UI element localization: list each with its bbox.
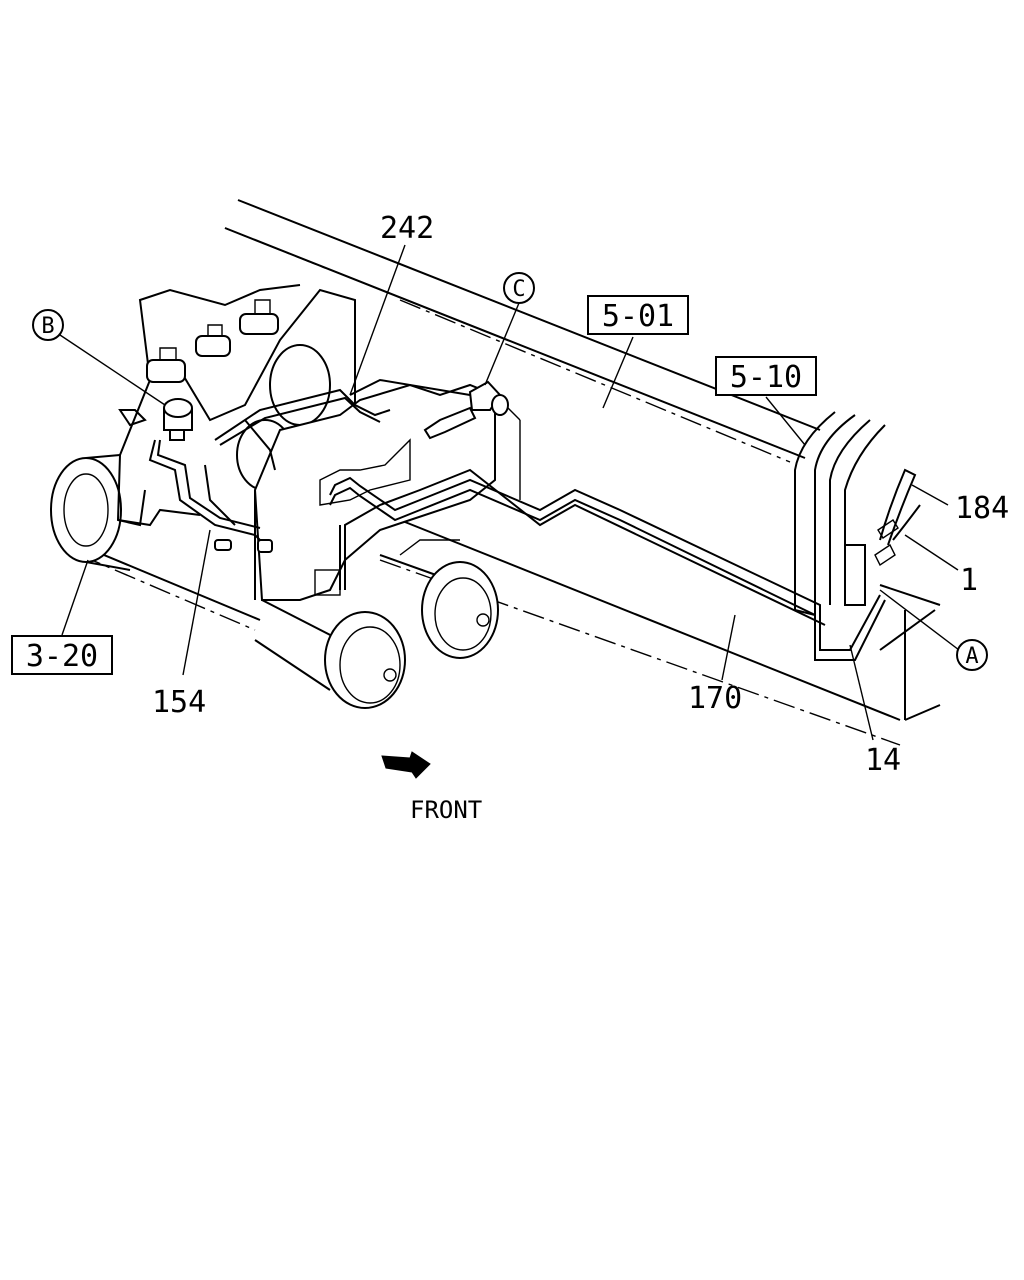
callout-170: 170 — [688, 681, 742, 716]
leader-lines — [59, 244, 960, 741]
valve-b — [163, 398, 193, 441]
callout-184: 184 — [955, 491, 1009, 526]
cross-member — [794, 411, 886, 616]
brake-pipe-170 — [329, 468, 886, 661]
front-label: FRONT — [410, 796, 482, 824]
hose-184 — [874, 468, 921, 567]
section-ref-3-20-label: 3-20 — [26, 639, 98, 674]
brake-pipe-154 — [148, 439, 273, 553]
circled-ref-c: C — [503, 272, 535, 304]
section-ref-5-01-label: 5-01 — [602, 299, 674, 334]
circled-ref-b-label: B — [41, 314, 54, 339]
circled-ref-b: B — [32, 309, 64, 341]
callout-1: 1 — [960, 563, 978, 598]
brake-pipe-242 — [214, 378, 471, 471]
section-ref-5-10-label: 5-10 — [730, 360, 802, 395]
rear-air-tank — [50, 454, 146, 571]
front-air-tank — [254, 539, 499, 709]
section-ref-5-01: 5-01 — [587, 295, 689, 335]
callout-14: 14 — [865, 743, 901, 778]
front-direction-arrow-icon — [381, 751, 431, 779]
circled-ref-a: A — [956, 639, 988, 671]
valve-c — [423, 380, 509, 440]
circled-ref-a-label: A — [965, 644, 978, 669]
section-ref-3-20: 3-20 — [11, 635, 113, 675]
callout-154: 154 — [152, 685, 206, 720]
section-ref-5-10: 5-10 — [715, 356, 817, 396]
callout-242: 242 — [380, 211, 434, 246]
circled-ref-c-label: C — [512, 277, 525, 302]
